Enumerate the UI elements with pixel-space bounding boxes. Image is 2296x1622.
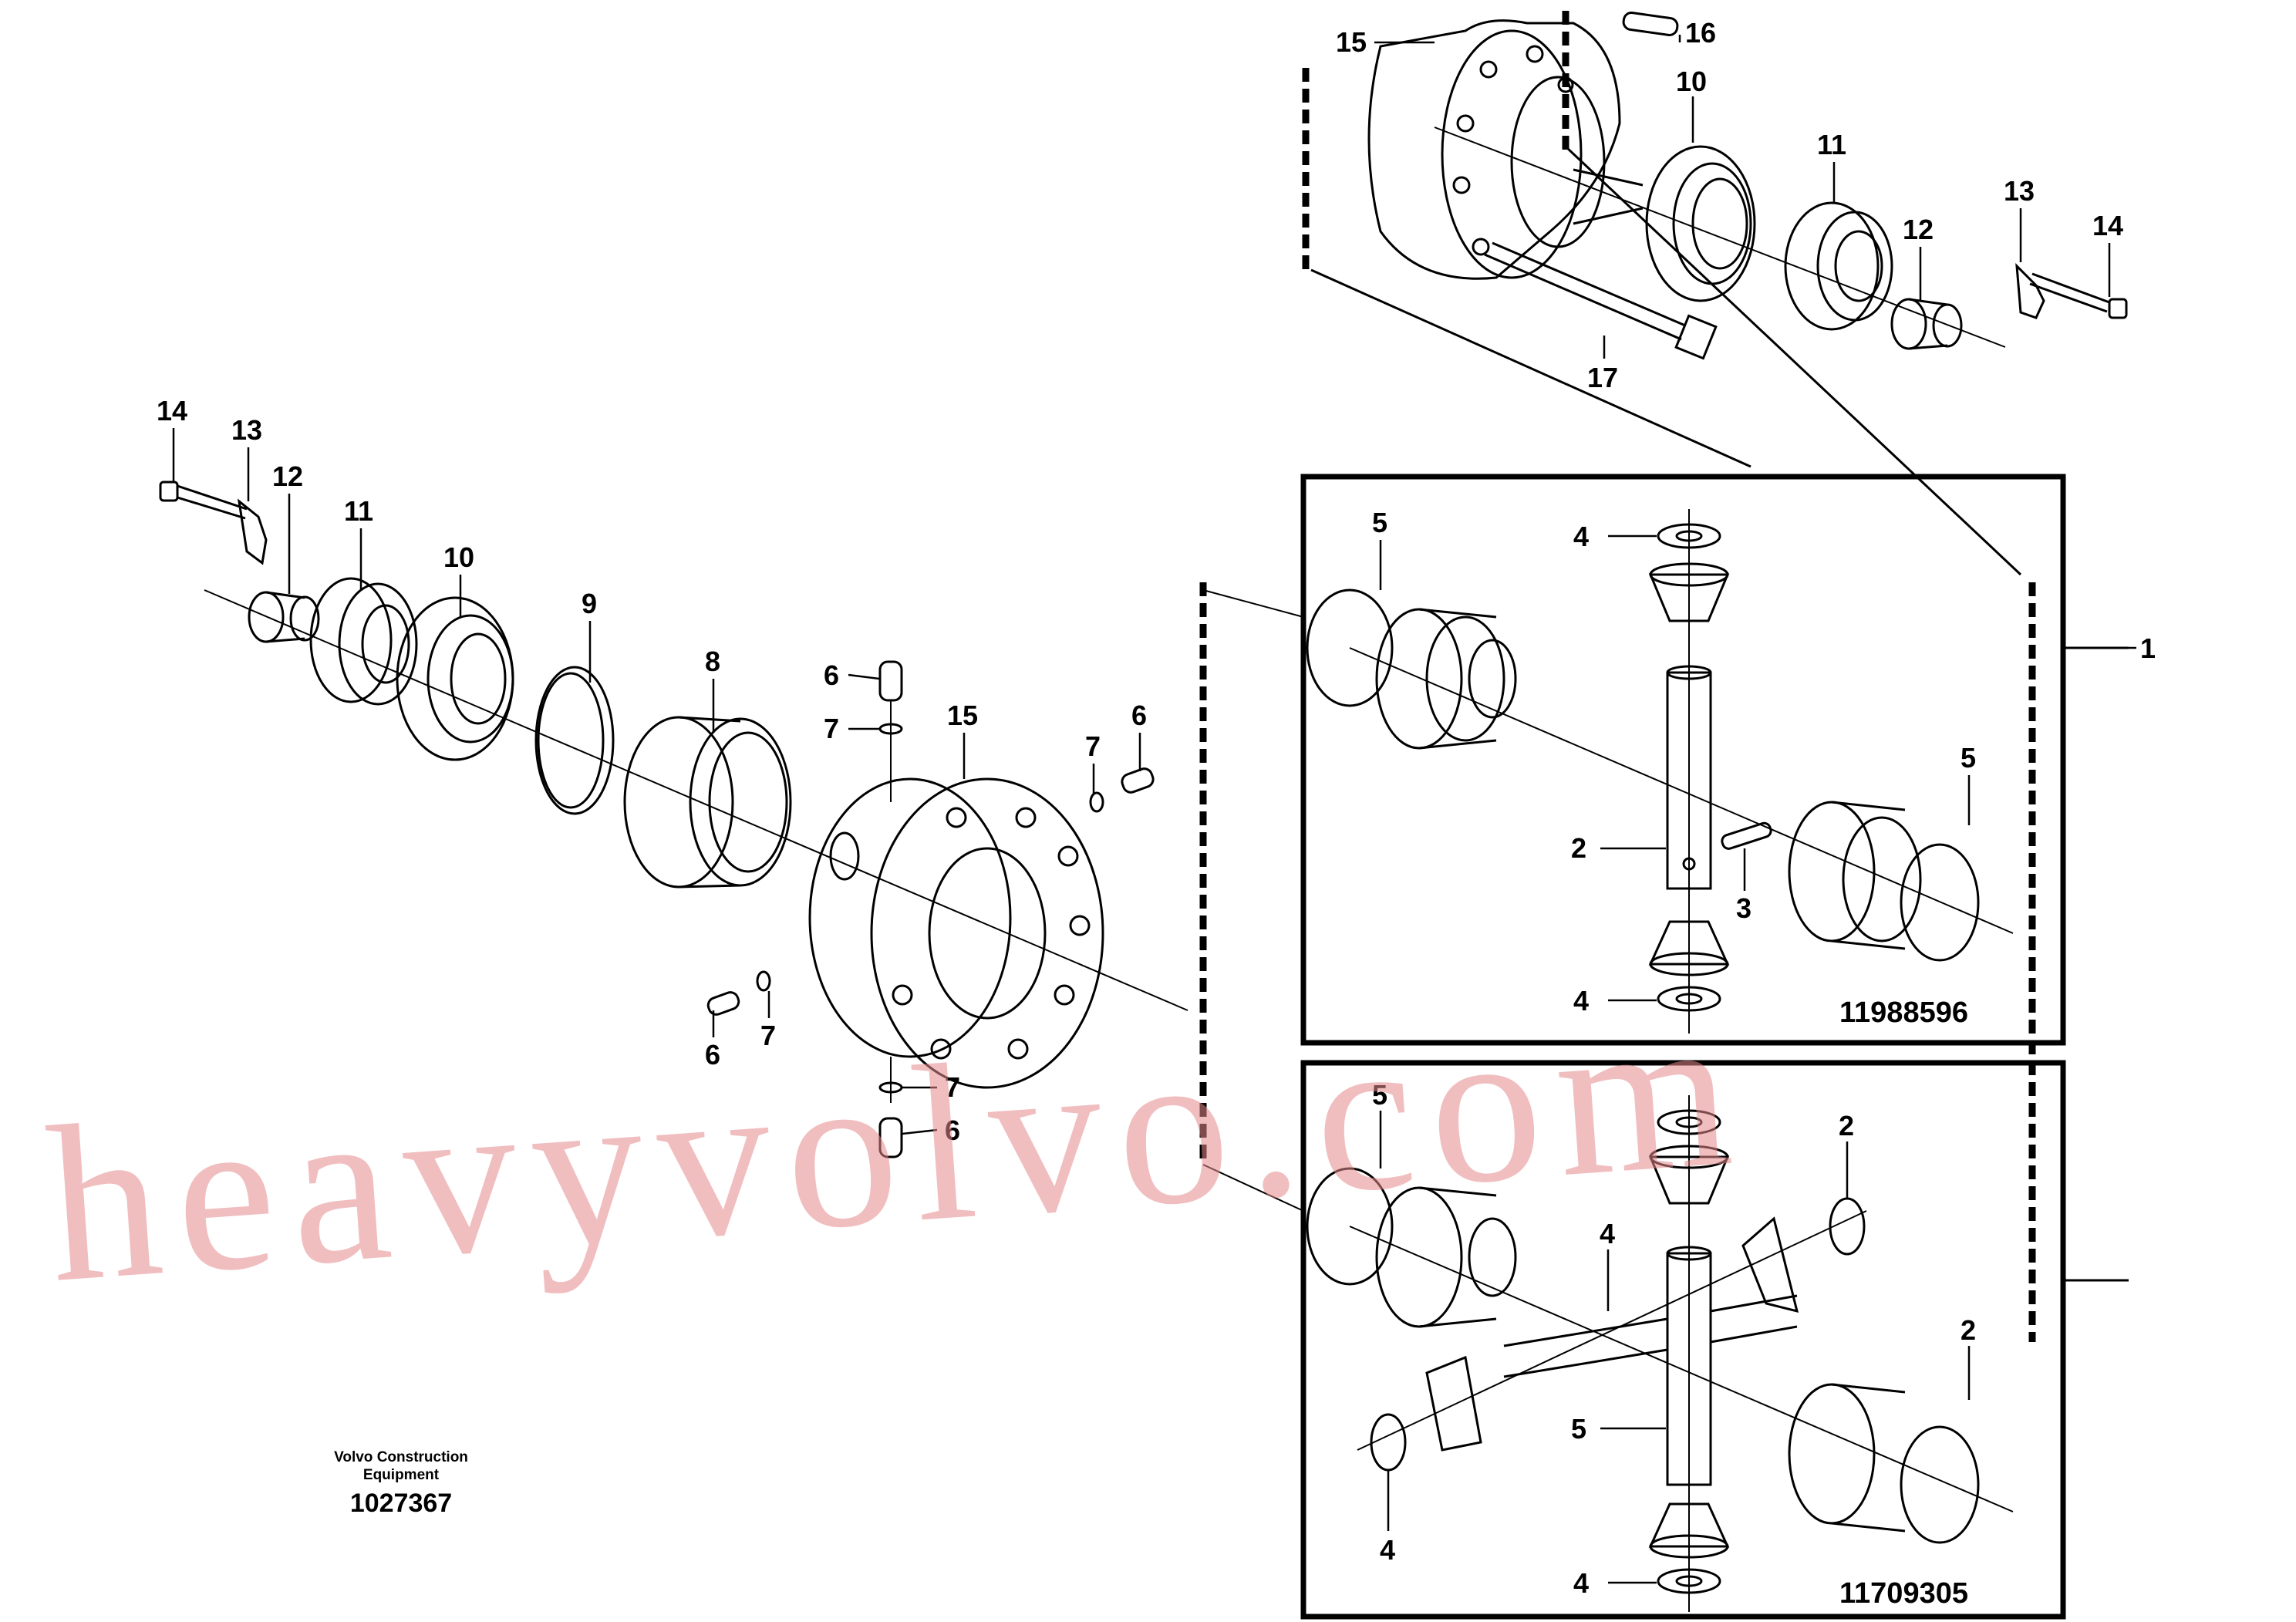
differential-housing-top [1367,19,1644,280]
callout-5: 5 [1372,507,1387,538]
callout-6: 6 [1131,700,1147,731]
pin-6-c [706,991,740,1016]
side-gear-5-b [1788,801,1980,962]
callout-6: 6 [705,1039,720,1071]
side-gear-5-d [1788,1383,1980,1544]
callout-13: 13 [2004,175,2035,207]
callout-16: 16 [1685,17,1716,49]
adjusting-nut-11-left [309,577,418,706]
callout-12: 12 [272,460,303,492]
bolt-17 [1484,241,1718,360]
callout-numbers: 15 16 10 11 13 14 12 17 14 13 12 11 10 9… [157,17,2156,1599]
callout-2: 4 [1600,1218,1615,1249]
callout-7: 7 [760,1020,776,1051]
callout-17: 17 [1587,362,1618,393]
callout-5: 2 [1961,1314,1976,1346]
callout-14: 14 [157,395,187,427]
pin-6-a [878,660,903,702]
callout-5: 5 [1961,742,1976,774]
sleeve-12-top [1890,298,1963,350]
callout-4: 4 [1380,1534,1395,1566]
sleeve-12-left [248,591,320,643]
callout-7: 7 [824,713,839,744]
callout-10: 10 [443,541,474,573]
side-gear-5-c [1306,1167,1517,1328]
lock-plate-13-left [237,498,268,565]
callout-4: 4 [1573,1567,1589,1599]
callout-11: 11 [1817,129,1846,160]
callout-13: 13 [231,414,262,446]
cross-shaft-2 [1503,1246,1798,1486]
screw-14-left [159,481,248,520]
washer-7-b [1089,791,1104,813]
kit-box-11709305 [1202,1060,2129,1620]
watermark: heavyvolvo.com [40,963,1754,1329]
callout-12: 12 [1903,214,1934,245]
snap-ring-9 [534,666,615,815]
callout-6: 6 [945,1114,960,1146]
callout-7: 7 [1085,730,1101,762]
callout-leaders [172,35,2136,1584]
washer-7-c [756,970,771,992]
callout-2: 2 [1571,832,1586,864]
pin-6-b [1121,767,1155,794]
callout-2: 5 [1571,1413,1586,1445]
callout-15: 15 [1336,26,1367,58]
kit-box-11988596 [1199,474,2129,1342]
callout-11: 11 [344,495,373,527]
bearing-10-top [1645,145,1756,302]
top-housing-assembly [1302,11,2128,576]
left-side-assembly [159,481,1188,1158]
callout-4: 2 [1839,1110,1854,1141]
kit-part-number-11988596: 11988596 [1839,996,1968,1029]
callout-5: 5 [1372,1079,1387,1111]
bearing-10-left [396,596,514,761]
callout-3: 3 [1736,892,1752,924]
callout-10: 10 [1676,66,1707,97]
callout-4: 4 [1573,521,1589,552]
company-credit: Volvo Construction Equipment [262,1448,540,1484]
bearing-cup-8 [623,716,792,889]
lock-plate-13-top [2015,263,2045,319]
pin-16 [1622,12,1679,36]
callout-4: 4 [1573,985,1589,1017]
kit-part-number-11709305: 11709305 [1839,1577,1968,1610]
screw-14-top [2029,272,2128,319]
callout-1: 1 [2140,632,2156,664]
adjusting-nut-11-top [1784,201,1893,331]
pinion-gear-side-b [1425,1355,1482,1452]
callout-14: 14 [2092,210,2123,241]
callout-6: 6 [824,659,839,691]
pin-6-d [878,1117,903,1158]
differential-housing-mid [808,777,1104,1089]
pinion-gear-side-a [1741,1216,1799,1313]
company-line-2: Equipment [362,1467,440,1483]
company-line-1: Volvo Construction [334,1449,468,1465]
callout-9: 9 [582,588,597,619]
callout-15: 15 [947,700,978,731]
drawing-number: 1027367 [349,1489,453,1518]
callout-8: 8 [705,646,720,677]
side-gear-5-a [1306,588,1517,750]
callout-7: 7 [945,1071,960,1103]
thrust-washer-4-e [1370,1413,1407,1472]
washer-7-d [878,1081,903,1094]
